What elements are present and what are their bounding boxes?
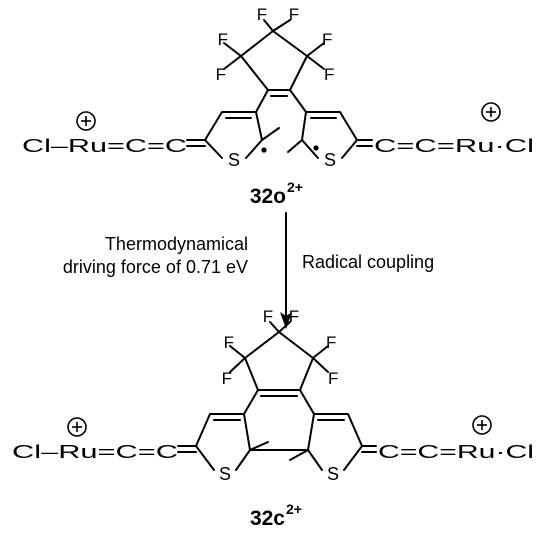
fluorine-atom: F xyxy=(326,333,336,352)
fluorine-atom: F xyxy=(324,65,334,84)
fluorine-atom: F xyxy=(322,30,332,49)
closed-right-thiophene xyxy=(307,413,363,471)
closed-cyclopentene-ring xyxy=(244,331,314,391)
open-cyclopentene-ring xyxy=(240,30,308,91)
sulfur-atom: S xyxy=(228,150,240,170)
positive-charge-icon xyxy=(481,102,501,122)
fluorine-atom: F xyxy=(263,307,273,326)
reaction-arrow xyxy=(280,212,292,329)
open-methyl-right xyxy=(287,139,303,153)
closed-left-thiophene xyxy=(195,413,251,471)
fluorine-atom: F xyxy=(328,369,338,388)
closed-isomer-structure: F F F F F F S S Cl–Ru=C=C C=C=Ru·Cl xyxy=(12,307,534,530)
fluorine-atom: F xyxy=(289,5,299,24)
compound-label-closed: 32c xyxy=(250,507,285,530)
fluorine-atom: F xyxy=(224,333,234,352)
sulfur-atom: S xyxy=(324,150,336,170)
compound-charge-open: 2+ xyxy=(287,179,303,195)
fluorine-atom: F xyxy=(289,307,299,326)
driving-force-line-2: driving force of 0.71 eV xyxy=(63,257,248,277)
fluorine-atom: F xyxy=(222,369,232,388)
positive-charge-icon xyxy=(67,417,87,437)
closed-left-chain: Cl–Ru=C=C xyxy=(12,442,178,462)
open-right-chain: C=C=Ru·Cl xyxy=(374,136,534,156)
fluorine-atom: F xyxy=(216,65,226,84)
driving-force-line-1: Thermodynamical xyxy=(105,234,248,254)
fluorine-atom: F xyxy=(257,5,267,24)
open-methyl-left xyxy=(261,127,280,141)
closed-methyl-left xyxy=(249,441,269,451)
positive-charge-icon xyxy=(472,415,492,435)
radical-dot xyxy=(313,145,319,151)
radical-coupling-label: Radical coupling xyxy=(302,252,434,272)
sulfur-atom: S xyxy=(219,464,231,484)
compound-label-open: 32o xyxy=(250,185,286,208)
arrow-head-icon xyxy=(280,312,292,329)
closed-methyl-right xyxy=(289,449,309,461)
radical-dot xyxy=(261,147,267,153)
sulfur-atom: S xyxy=(327,464,339,484)
fluorine-atom: F xyxy=(218,30,228,49)
closed-right-chain: C=C=Ru·Cl xyxy=(378,442,534,462)
open-isomer-structure: F F F F F F S S Cl–Ru=C=C C=C=Ru·Cl xyxy=(22,5,534,208)
compound-charge-closed: 2+ xyxy=(286,501,302,517)
open-left-chain: Cl–Ru=C=C xyxy=(22,136,187,156)
positive-charge-icon xyxy=(76,111,96,131)
